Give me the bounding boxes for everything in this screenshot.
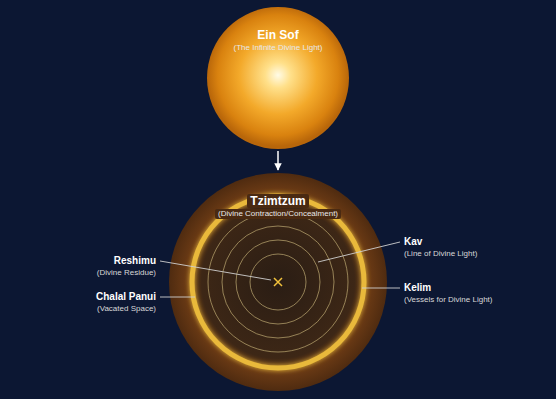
- light-circle: Ein Sof(The Infinite Divine Light): [206, 6, 350, 150]
- part-name: Kav: [404, 236, 422, 248]
- part-description: (Vacated Space): [97, 304, 156, 314]
- part-name: Reshimu: [114, 255, 156, 267]
- node-title: Tzimtzum: [247, 194, 308, 208]
- part-name: Chalal Panui: [96, 291, 156, 303]
- part-description: (Vessels for Divine Light): [404, 295, 492, 305]
- leader-line: [160, 297, 195, 298]
- node-title: Ein Sof: [257, 28, 298, 42]
- circle-outline: [206, 6, 350, 150]
- node-subtitle: (The Infinite Divine Light): [234, 43, 323, 53]
- contraction-circle: Tzimtzum(Divine Contraction/Concealment): [168, 172, 388, 392]
- node-subtitle: (Divine Contraction/Concealment): [215, 209, 341, 219]
- part-description: (Divine Residue): [97, 268, 156, 278]
- leader-line: [362, 288, 400, 289]
- flow-arrow: [277, 151, 279, 170]
- part-name: Kelim: [404, 282, 431, 294]
- part-description: (Line of Divine Light): [404, 249, 477, 259]
